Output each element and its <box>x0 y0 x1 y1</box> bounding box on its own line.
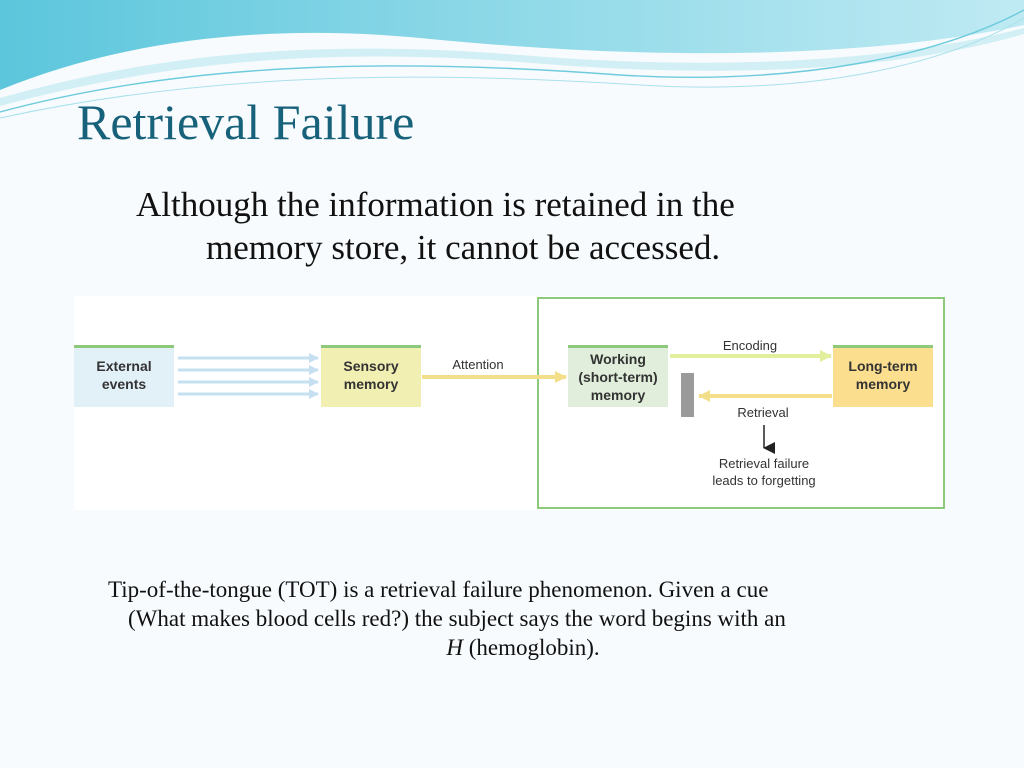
header-wave-decoration <box>0 0 1024 119</box>
failure-label-line-1: Retrieval failure <box>719 456 809 471</box>
tot-caption: Tip-of-the-tongue (TOT) is a retrieval f… <box>108 575 938 662</box>
longterm-label-line-1: Long-term <box>848 358 917 374</box>
slide-title: Retrieval Failure <box>77 94 415 150</box>
long-term-region-frame <box>537 297 945 509</box>
diagram-background <box>74 296 944 510</box>
failure-label-line-2: leads to forgetting <box>712 473 815 488</box>
caption-rest: (hemoglobin). <box>462 635 600 660</box>
external-events-box: External events <box>74 345 174 407</box>
long-term-memory-box: Long-term memory <box>833 345 933 407</box>
working-label-line-3: memory <box>591 387 646 403</box>
sensory-label-line-1: Sensory <box>343 358 398 374</box>
attention-label: Attention <box>452 357 503 372</box>
caption-line-3: H (hemoglobin). <box>108 633 938 662</box>
sensory-label-line-2: memory <box>344 376 399 392</box>
working-label-line-1: Working <box>590 351 646 367</box>
retrieval-label: Retrieval <box>737 405 788 420</box>
working-label-line-2: (short-term) <box>578 369 657 385</box>
external-label-line-2: events <box>102 376 147 392</box>
caption-letter: H <box>446 635 463 660</box>
subtitle-line-2: memory store, it cannot be accessed. <box>206 228 721 267</box>
retrieval-block-bar <box>681 373 694 417</box>
caption-line-1: Tip-of-the-tongue (TOT) is a retrieval f… <box>108 577 769 602</box>
input-arrows <box>178 353 319 399</box>
encoding-label: Encoding <box>723 338 777 353</box>
longterm-label-line-2: memory <box>856 376 911 392</box>
sensory-memory-box: Sensory memory <box>321 345 421 407</box>
slide-subtitle: Although the information is retained in … <box>136 183 986 269</box>
working-memory-box: Working (short-term) memory <box>568 345 668 407</box>
external-label-line-1: External <box>96 358 151 374</box>
subtitle-line-1: Although the information is retained in … <box>136 185 735 224</box>
caption-line-2: (What makes blood cells red?) the subjec… <box>128 606 786 631</box>
